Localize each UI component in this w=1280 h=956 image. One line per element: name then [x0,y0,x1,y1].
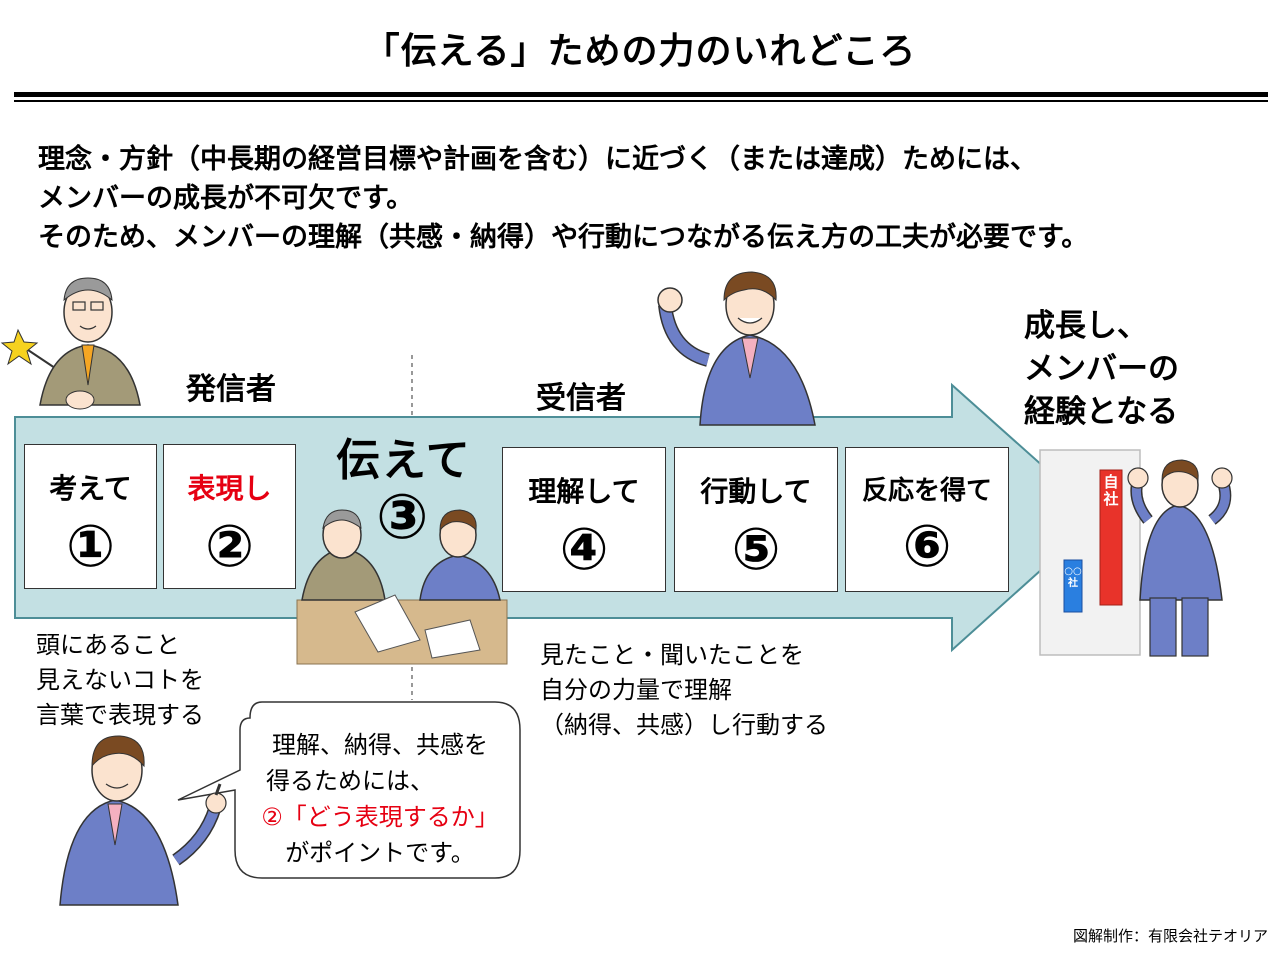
step-6-number: ⑥ [902,512,952,580]
sender-note-line-3: 言葉で表現する [36,701,204,729]
growth-line-2: メンバーの [1024,351,1179,387]
bubble-line-2: 得るためには、 [266,767,434,795]
step-1-label: 考えて [49,472,132,505]
meeting-illustration [296,509,508,665]
intro-text: 理念・方針（中長期の経営目標や計画を含む）に近づく（または達成）ためには、 メン… [38,140,1088,257]
growth-man-illustration [1127,459,1233,657]
step-5-box: 行動して ⑤ [674,447,838,592]
intro-line-3: そのため、メンバーの理解（共感・納得）や行動につながる伝え方の工夫が必要です。 [38,222,1089,253]
bubble-text: 理解、納得、共感を 得るためには、 ②「どう表現するか」 がポイントです。 [246,727,514,871]
growth-line-3: 経験となる [1024,394,1179,430]
step-2-number: ② [204,512,255,580]
step-6-box: 反応を得て ⑥ [845,447,1009,592]
growth-text: 成長し、 メンバーの 経験となる [1024,305,1179,434]
receiver-note: 見たこと・聞いたことを 自分の力量で理解 （納得、共感）し行動する [540,638,828,743]
sender-note: 頭にあること 見えないコトを 言葉で表現する [36,628,204,733]
sender-note-line-1: 頭にあること [36,631,180,659]
step-4-box: 理解して ④ [502,447,666,592]
sparkle-icon [0,328,59,371]
step-4-number: ④ [559,515,609,583]
title-rule-thick [14,92,1268,97]
page-title: 「伝える」ための力のいれどころ [363,31,917,72]
intro-line-1: 理念・方針（中長期の経営目標や計画を含む）に近づく（または達成）ためには、 [38,144,1037,175]
title-rule-thin [14,100,1268,102]
intro-line-2: メンバーの成長が不可欠です。 [38,183,414,214]
sender-note-line-2: 見えないコトを [36,666,204,694]
company-sign-illustration [1039,449,1141,656]
step-5-number: ⑤ [731,515,781,583]
receiver-note-line-2: 自分の力量で理解 [540,676,732,704]
sender-manager-illustration [39,277,141,410]
sign-other-company: ○○社 [1064,566,1082,589]
speech-bubble [177,701,521,879]
bubble-line-4: がポイントです。 [285,839,475,867]
receiver-cheering-illustration [657,271,816,426]
step-4-label: 理解して [528,475,640,508]
receiver-note-line-3: （納得、共感）し行動する [540,711,828,739]
sign-own-company: 自社 [1103,473,1119,508]
sender-label: 発信者 [186,372,276,407]
growth-line-1: 成長し、 [1024,308,1148,344]
receiver-note-line-1: 見たこと・聞いたことを [540,641,804,669]
step-2-box: 表現し ② [163,444,296,589]
step-2-label: 表現し [187,472,272,505]
step-3-number: ③ [376,480,429,553]
step-3-label: 伝えて [336,435,472,486]
presenter-illustration [59,735,227,906]
bubble-line-1: 理解、納得、共感を [272,731,488,759]
step-1-number: ① [65,512,116,580]
step-6-label: 反応を得て [861,476,992,506]
step-5-label: 行動して [700,475,812,508]
credit-text: 図解制作：有限会社テオリア [1072,927,1268,945]
bubble-highlight: ②「どう表現するか」 [261,803,499,831]
receiver-label: 受信者 [536,381,626,416]
step-1-box: 考えて ① [24,444,157,589]
